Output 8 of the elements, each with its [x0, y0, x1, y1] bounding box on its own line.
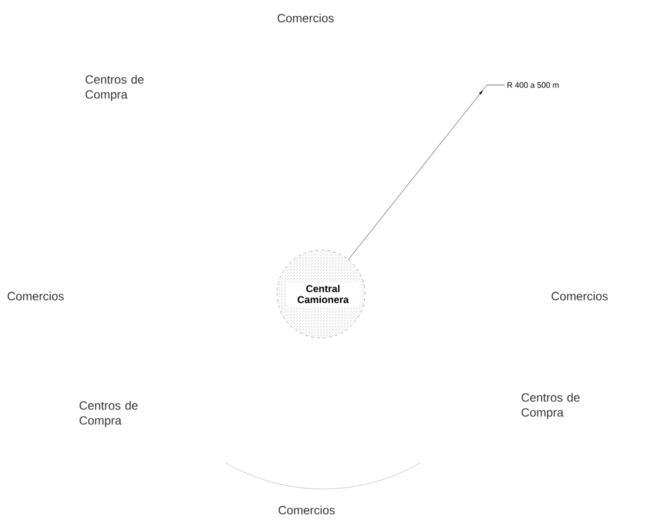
radius-line — [348, 84, 505, 260]
area-label: Centros de Compra — [522, 392, 580, 420]
area-label: Centros de Compra — [86, 74, 144, 102]
area-label: Comercios — [8, 292, 64, 300]
area-label: Centros de Compra — [80, 400, 138, 428]
area-label: Comercios — [552, 292, 608, 300]
area-label: Comercios — [278, 14, 334, 22]
area-label: Comercios — [278, 506, 335, 514]
